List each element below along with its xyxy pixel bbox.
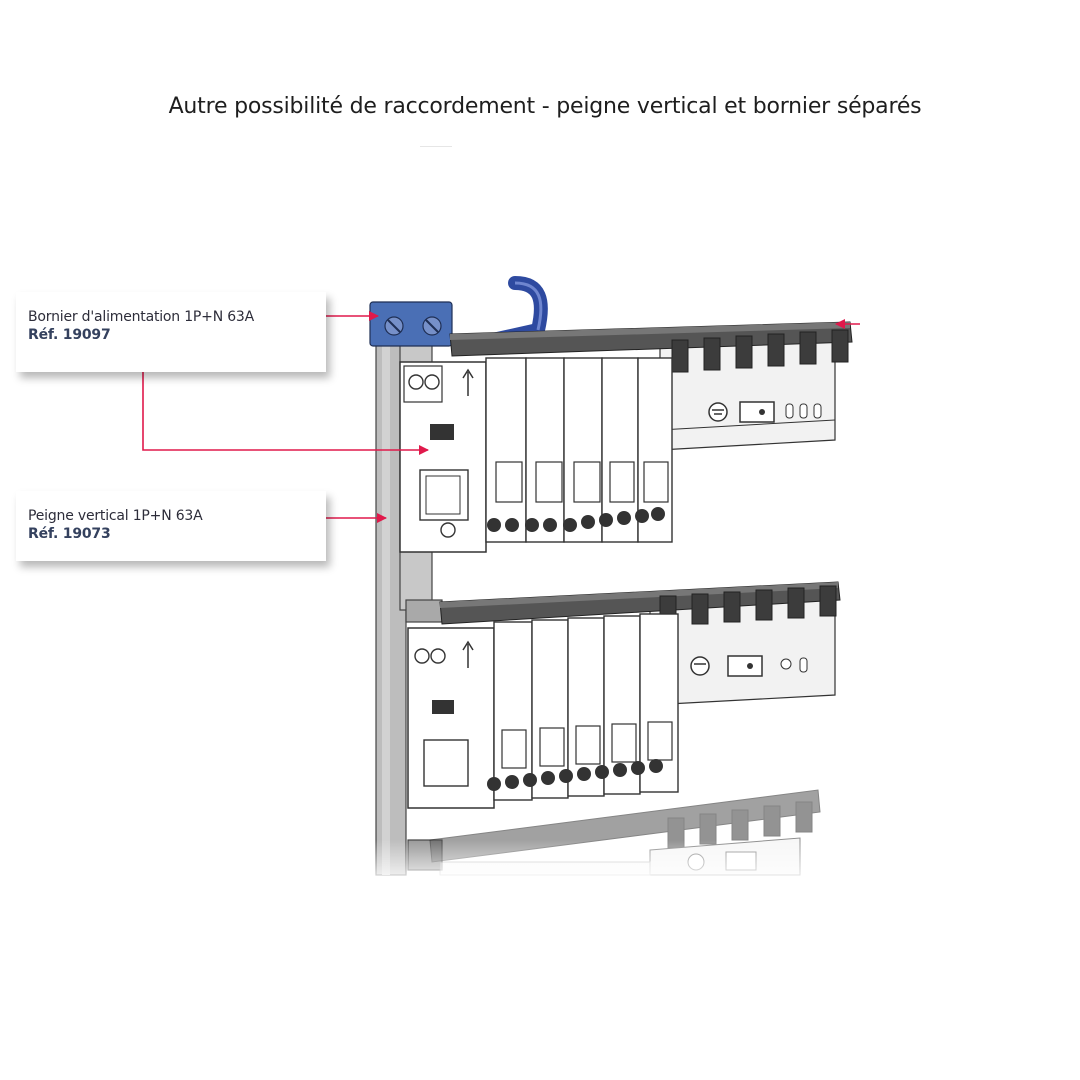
page-title: Autre possibilité de raccordement - peig… bbox=[168, 94, 922, 119]
terminal-block bbox=[369, 301, 453, 347]
row-2 bbox=[407, 581, 841, 809]
callout-peigne-name: Peigne vertical 1P+N 63A bbox=[28, 508, 203, 524]
callout-arrows bbox=[142, 311, 860, 523]
title-divider bbox=[420, 146, 452, 147]
arrow-bornier-to-rail bbox=[142, 372, 429, 455]
callout-bornier-ref: Réf. 19097 bbox=[28, 327, 111, 343]
callout-bornier-name: Bornier d'alimentation 1P+N 63A bbox=[28, 309, 255, 325]
callout-bornier: Bornier d'alimentation 1P+N 63A Réf. 190… bbox=[16, 292, 326, 372]
row-1 bbox=[399, 321, 853, 553]
callout-peigne-ref: Réf. 19073 bbox=[28, 526, 111, 542]
callout-peigne: Peigne vertical 1P+N 63A Réf. 19073 bbox=[16, 491, 326, 561]
